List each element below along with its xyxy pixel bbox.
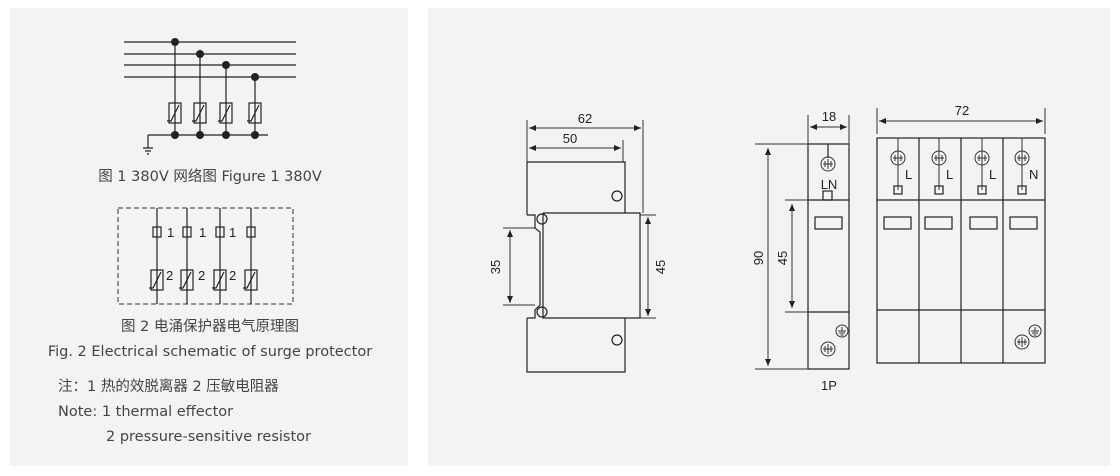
dim-62: 62 — [578, 111, 592, 126]
left-panel — [10, 8, 408, 466]
figure2-schematic — [117, 207, 294, 305]
terminal-label: L — [989, 167, 996, 182]
note-en-2: 2 pressure-sensitive resistor — [106, 429, 311, 445]
dim-72: 72 — [955, 103, 969, 118]
label-1: 1 — [229, 225, 236, 240]
side-view-drawing — [503, 120, 656, 373]
dim-18: 18 — [822, 109, 836, 124]
dim-45: 45 — [653, 260, 668, 274]
dim-50: 50 — [563, 131, 577, 146]
model-label-1p: 1P — [821, 378, 837, 393]
one-pole-drawing — [755, 115, 850, 370]
dim-45-1p: 45 — [775, 251, 790, 265]
dim-35: 35 — [488, 260, 503, 274]
figure2-caption-en: Fig. 2 Electrical schematic of surge pro… — [48, 344, 372, 360]
figure1-caption: 图 1 380V 网络图 Figure 1 380V — [98, 168, 322, 185]
figure1-network-diagram — [124, 38, 296, 155]
four-pole-drawing — [876, 108, 1046, 364]
terminal-label: L — [946, 167, 953, 182]
label-2: 2 — [198, 268, 205, 283]
label-2: 2 — [229, 268, 236, 283]
label-2: 2 — [166, 268, 173, 283]
terminal-label: N — [1029, 167, 1038, 182]
note-cn: 注：1 热的效脱离器 2 压敏电阻器 — [58, 378, 279, 395]
note-en-1: Note: 1 thermal effector — [58, 404, 233, 420]
label-1: 1 — [199, 225, 206, 240]
figure2-caption-cn: 图 2 电涌保护器电气原理图 — [121, 318, 299, 335]
terminal-label-ln: LN — [821, 177, 838, 192]
label-1: 1 — [167, 225, 174, 240]
terminal-label: L — [905, 167, 912, 182]
dim-90: 90 — [751, 251, 766, 265]
